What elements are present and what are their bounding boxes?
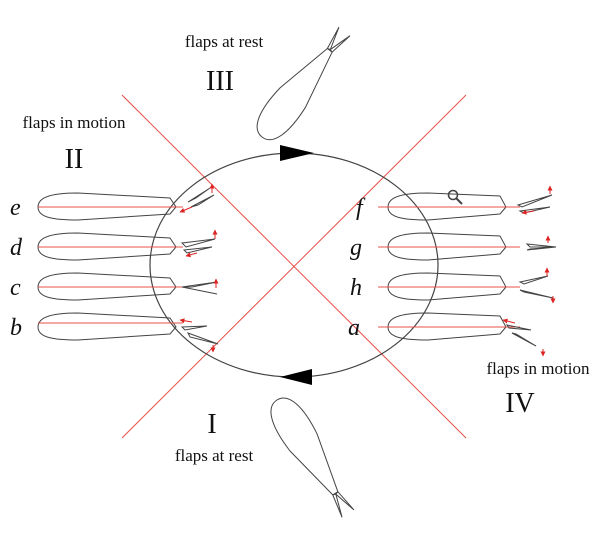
quadrant-iv-caption: flaps in motion	[487, 359, 590, 378]
airfoil-f	[378, 185, 553, 221]
stage-label-h: h	[350, 275, 362, 301]
airfoil-top	[256, 26, 351, 141]
stage-label-e: e	[10, 195, 21, 221]
airfoil-c	[37, 272, 219, 301]
quadrant-i-caption: flaps at rest	[175, 446, 254, 465]
airfoil-bottom	[270, 397, 355, 518]
airfoil-g	[378, 232, 557, 261]
stage-label-b: b	[10, 315, 22, 341]
quadrant-ii-caption: flaps in motion	[23, 113, 126, 132]
airfoil-a	[378, 312, 546, 357]
magnifier-icon	[447, 189, 463, 205]
quadrant-iii-caption: flaps at rest	[185, 32, 264, 51]
stage-label-g: g	[350, 235, 362, 261]
cycle-ellipse	[149, 152, 439, 378]
stage-label-a: a	[348, 315, 360, 341]
quadrant-iv-numeral: IV	[505, 388, 535, 419]
triangle-arrow-icon	[280, 369, 312, 385]
diagonal-line-ascending	[121, 94, 467, 439]
airfoil-d	[37, 229, 218, 261]
airfoil-h	[378, 267, 556, 304]
quadrant-i-numeral: I	[207, 409, 216, 440]
quadrant-iii-numeral: III	[206, 66, 234, 97]
airfoil-b	[37, 312, 219, 353]
quadrant-ii-numeral: II	[65, 144, 84, 175]
triangle-arrow-icon	[280, 145, 314, 161]
stage-label-d: d	[10, 235, 23, 261]
airfoil-e	[37, 183, 215, 221]
stage-label-c: c	[10, 275, 21, 301]
stage-label-f: f	[356, 195, 366, 221]
